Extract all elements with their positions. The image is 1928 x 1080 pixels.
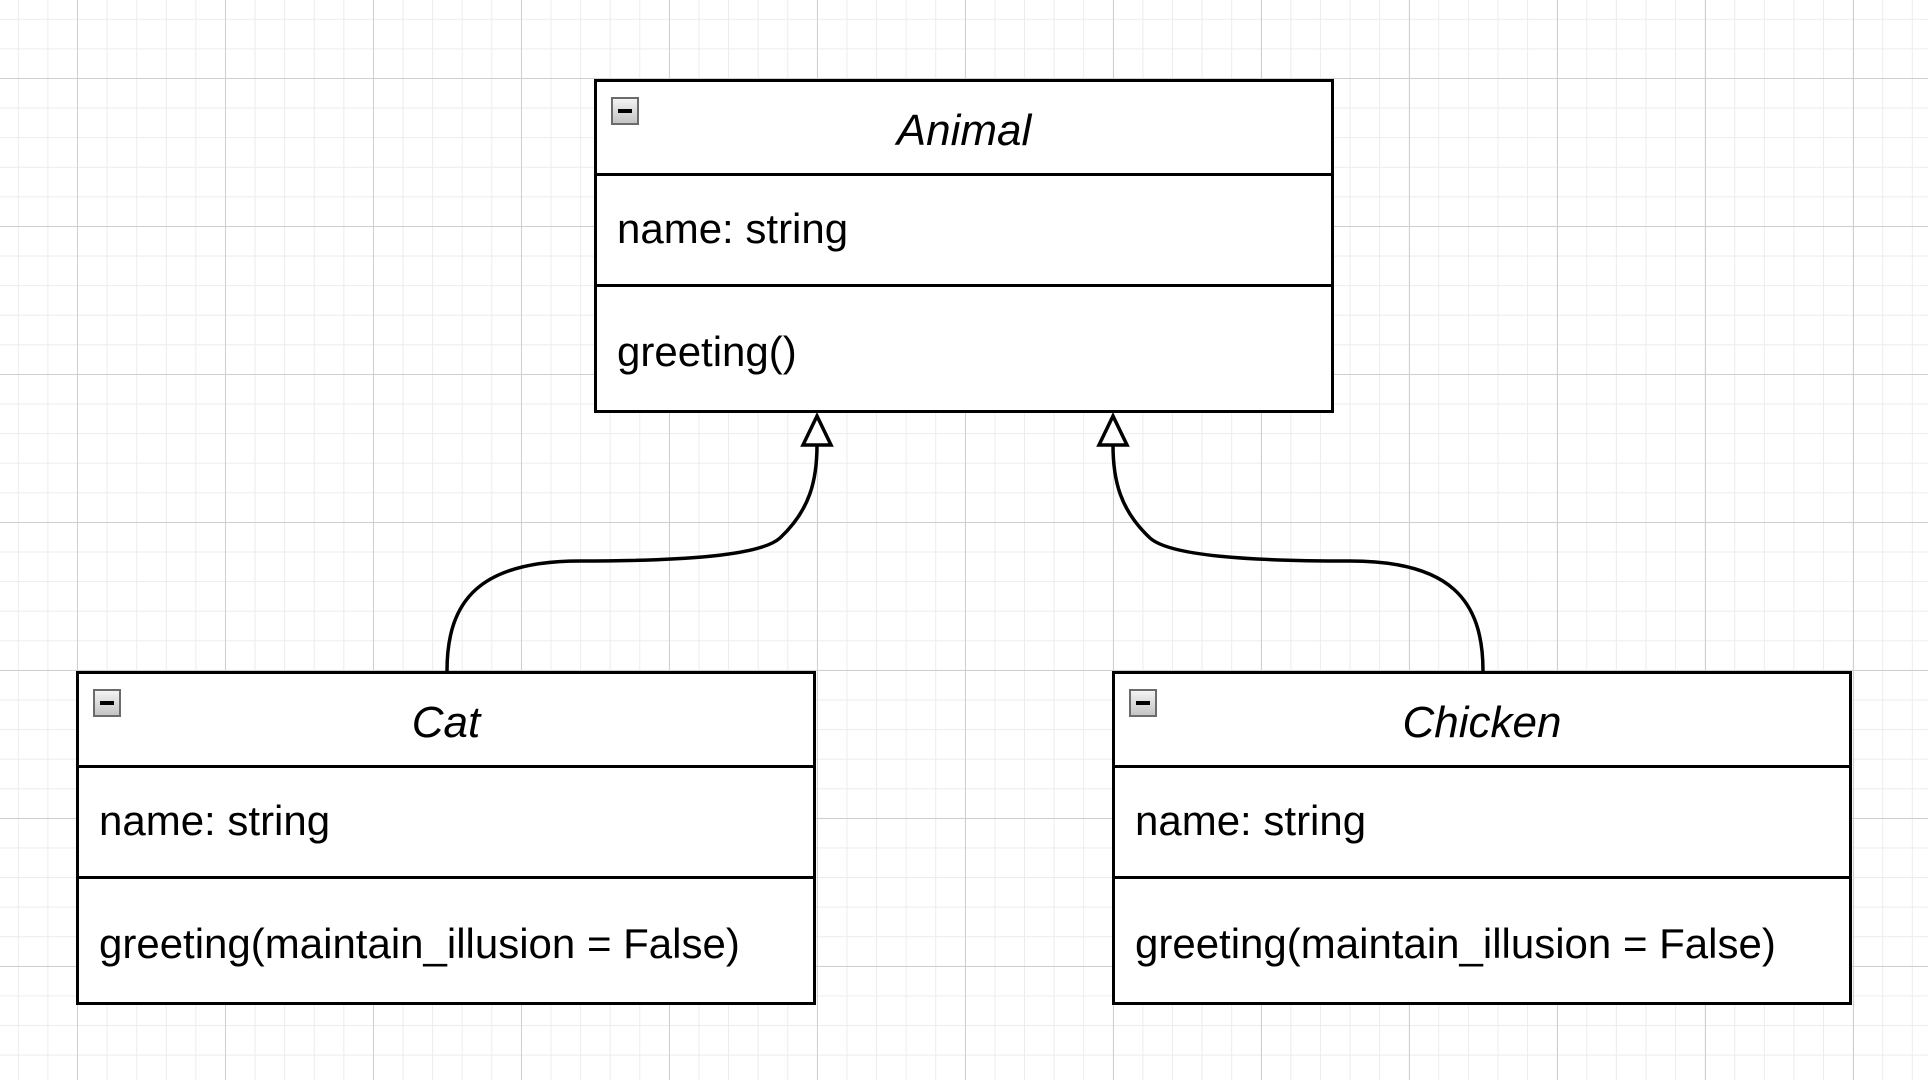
class-animal-header[interactable]: Animal xyxy=(597,82,1331,176)
class-chicken-name: Chicken xyxy=(1402,698,1562,747)
inheritance-edge-cat-animal[interactable] xyxy=(445,444,819,672)
class-animal-method[interactable]: greeting() xyxy=(617,328,797,375)
class-cat-method[interactable]: greeting(maintain_illusion = False) xyxy=(99,920,740,967)
class-cat-attribute[interactable]: name: string xyxy=(79,768,813,879)
collapse-icon[interactable] xyxy=(611,97,639,125)
class-chicken-method[interactable]: greeting(maintain_illusion = False) xyxy=(1135,920,1776,967)
class-cat-name: Cat xyxy=(411,698,481,747)
inheritance-edge-chicken-animal[interactable] xyxy=(1111,444,1485,672)
collapse-icon[interactable] xyxy=(1129,689,1157,717)
generalization-arrowhead-chicken xyxy=(1096,411,1130,447)
class-cat-header[interactable]: Cat xyxy=(79,674,813,768)
class-animal-name: Animal xyxy=(896,106,1032,155)
class-chicken[interactable]: Chicken name: string greeting(maintain_i… xyxy=(1112,671,1852,1005)
class-animal[interactable]: Animal name: string greeting() xyxy=(594,79,1334,413)
collapse-icon[interactable] xyxy=(93,689,121,717)
class-cat[interactable]: Cat name: string greeting(maintain_illus… xyxy=(76,671,816,1005)
class-chicken-attribute[interactable]: name: string xyxy=(1115,768,1849,879)
class-animal-attribute[interactable]: name: string xyxy=(597,176,1331,287)
generalization-arrowhead-cat xyxy=(800,411,834,447)
class-chicken-header[interactable]: Chicken xyxy=(1115,674,1849,768)
